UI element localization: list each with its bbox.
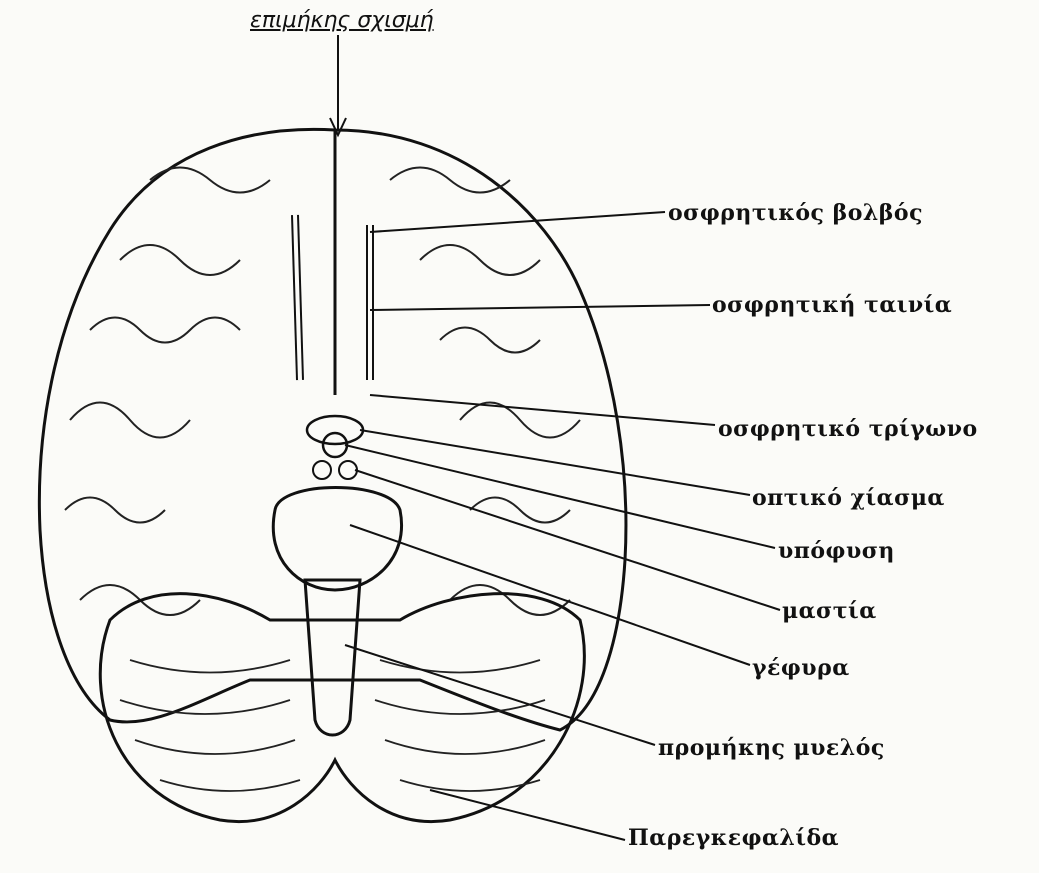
- label-mammillary: μαστία: [782, 598, 877, 624]
- label-olfactory-trigone: οσφρητικό τρίγωνο: [718, 416, 978, 442]
- gyri-left: [65, 168, 270, 616]
- optic-chiasm-shape: [307, 416, 363, 444]
- label-olfactory-tract: οσφρητική ταινία: [712, 292, 952, 318]
- label-pituitary: υπόφυση: [778, 538, 895, 564]
- leader-olfactory-trigone: [370, 395, 715, 425]
- longitudinal-fissure-label: επιμήκης σχισμή: [250, 8, 434, 33]
- cerebrum-outline: [39, 129, 626, 730]
- mammillary-right: [339, 461, 357, 479]
- leader-olfactory-tract: [370, 305, 710, 310]
- label-pons: γέφυρα: [752, 655, 850, 681]
- gyri-right: [390, 168, 580, 616]
- leader-pituitary: [345, 445, 775, 548]
- mammillary-left: [313, 461, 331, 479]
- medulla-shape: [305, 580, 360, 735]
- leader-pons: [350, 525, 750, 665]
- label-olfactory-bulb: οσφρητικός βολβός: [668, 200, 923, 226]
- label-cerebellum: Παρεγκεφαλίδα: [628, 825, 839, 851]
- pons-shape: [273, 488, 401, 591]
- leader-olfactory-bulb: [370, 212, 665, 232]
- label-optic-chiasm: οπτικό χίασμα: [752, 485, 945, 511]
- leader-mammillary: [355, 470, 780, 610]
- leader-cerebellum: [430, 790, 625, 840]
- label-medulla: προμήκης μυελός: [658, 735, 885, 761]
